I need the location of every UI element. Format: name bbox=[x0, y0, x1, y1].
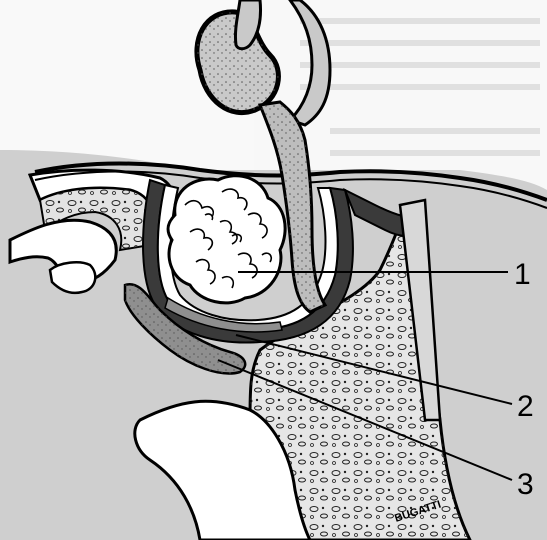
label-2: 2 bbox=[517, 390, 534, 423]
label-3: 3 bbox=[517, 468, 534, 501]
label-1: 1 bbox=[514, 258, 531, 291]
pituitary-adenoma bbox=[168, 176, 285, 303]
